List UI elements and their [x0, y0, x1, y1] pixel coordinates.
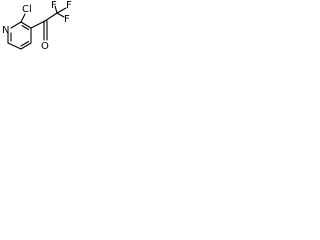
bond-c2-c3 — [20, 21, 32, 29]
atom-f-bottom: F — [64, 14, 70, 25]
bond-n-c2 — [10, 21, 22, 29]
atom-f-right: F — [66, 0, 72, 11]
atom-n: N — [2, 25, 9, 36]
bond-c3-carbonyl — [30, 20, 46, 29]
bond-c4-c5 — [20, 42, 32, 50]
double-bond-c2-c3 — [21, 24, 30, 31]
chemical-structure: N Cl O F F F — [0, 0, 94, 67]
bond-cf3-f2 — [56, 7, 67, 14]
bond-cf3-f1 — [54, 5, 58, 14]
bond-c5-c6 — [7, 42, 22, 50]
bond-c2-cl — [20, 13, 26, 23]
bond-cf3-f3 — [56, 12, 65, 18]
double-bond-c4-c5 — [20, 40, 30, 47]
bond-carbonyl-cf3 — [44, 12, 58, 22]
pyridine-ring — [7, 21, 32, 50]
atom-cl: Cl — [22, 4, 32, 15]
molecule-diagram: N Cl O F F F — [2, 0, 72, 52]
atom-o: O — [41, 41, 49, 52]
atom-f-top: F — [51, 0, 57, 11]
